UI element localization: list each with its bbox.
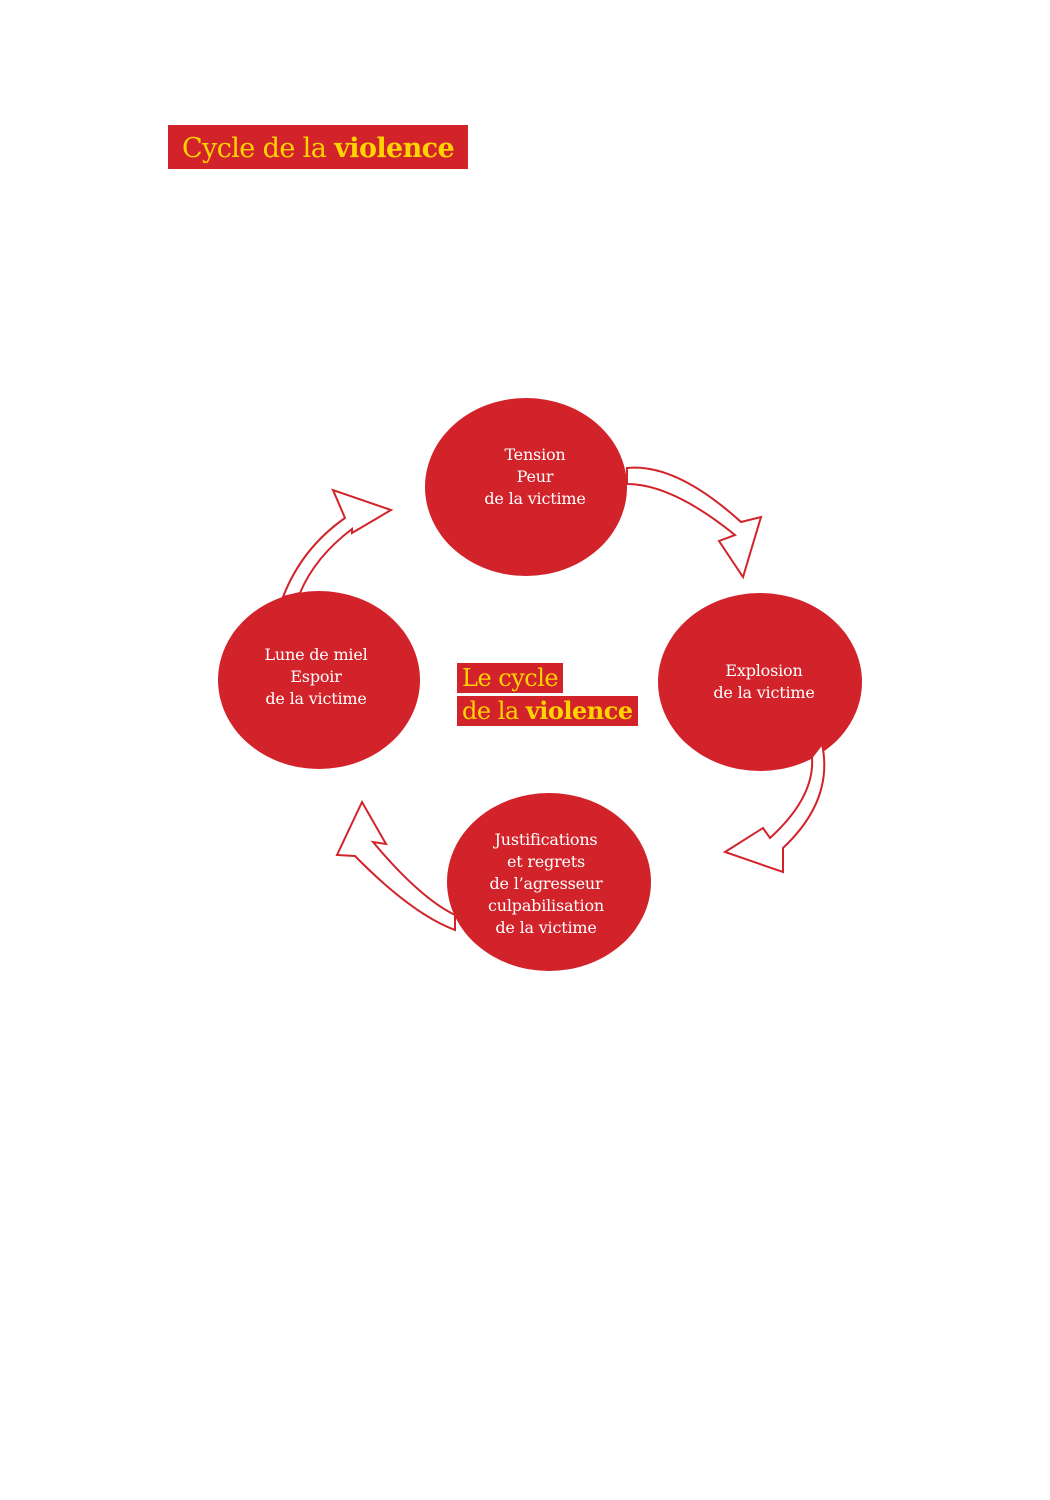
center-label-bold: violence (525, 696, 633, 725)
center-label-line1: Le cycle (457, 663, 564, 693)
center-label: Le cycle de la violence (457, 663, 638, 726)
node-label-line: Tension (504, 445, 566, 464)
page-title-plain: Cycle de la (182, 133, 327, 164)
node-label-line: de la victime (265, 689, 367, 708)
node-tension-circle (425, 398, 627, 576)
node-label-line: Lune de miel (264, 645, 368, 664)
node-label-line: Justifications (494, 830, 598, 849)
node-justifications-circle (447, 793, 651, 971)
node-label-line: de la victime (495, 918, 597, 937)
arrow-explosion-to-justifications-icon (722, 741, 826, 874)
node-explosion-circle (658, 593, 862, 771)
node-label-line: de la victime (713, 683, 815, 702)
node-lune-de-miel: Lune de miel Espoir de la victime (264, 644, 367, 710)
node-label-line: et regrets (506, 852, 586, 871)
center-label-plain: de la (462, 697, 519, 725)
node-label-line: culpabilisation (488, 896, 604, 915)
node-label-line: Espoir (290, 667, 342, 686)
node-label-line: de l’agresseur (489, 874, 603, 893)
arrow-justifications-to-lune-de-miel-icon (335, 799, 456, 932)
page-title-bold: violence (334, 133, 455, 164)
node-label-line: Peur (516, 467, 554, 486)
node-tension: Tension Peur de la victime (484, 444, 585, 510)
center-label-line2: de la violence (457, 696, 638, 726)
node-explosion: Explosion de la victime (713, 660, 814, 704)
arrow-lune-de-miel-to-tension-icon (281, 488, 394, 599)
node-label-line: Explosion (725, 661, 803, 680)
node-justifications: Justifications et regrets de l’agresseur… (488, 829, 604, 939)
arrow-tension-to-explosion-icon (626, 466, 763, 580)
node-label-line: de la victime (484, 489, 586, 508)
page-title: Cycle de la violence (168, 125, 468, 169)
node-lune-de-miel-circle (218, 591, 420, 769)
